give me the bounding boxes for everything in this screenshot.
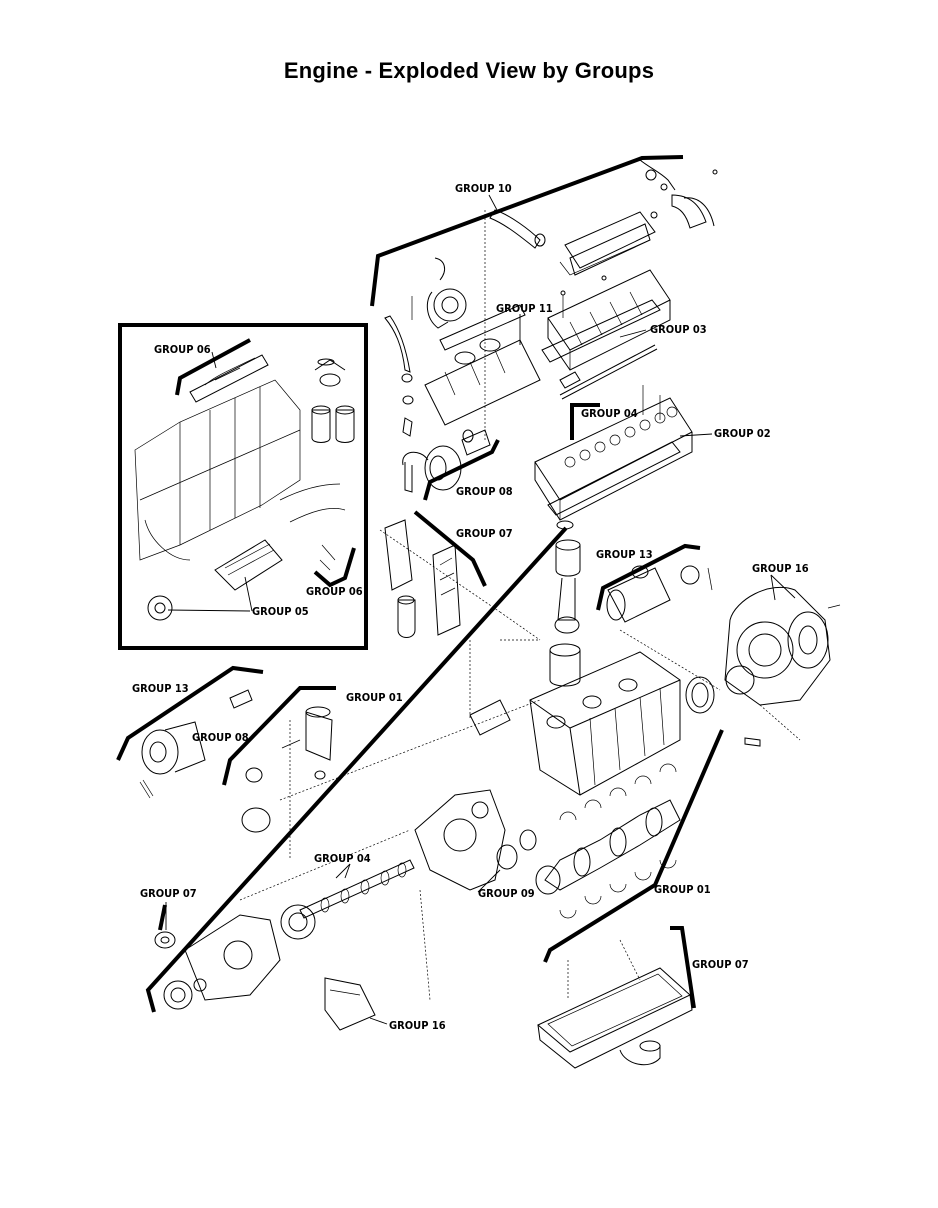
bracket-group-08-left [222, 686, 336, 786]
label-group-09: GROUP 09 [478, 887, 535, 900]
front-cover-and-damper [163, 914, 281, 1010]
rocker-housing [541, 269, 671, 400]
bracket-group-07-low [670, 926, 696, 1009]
starter-motor [606, 565, 713, 623]
bracket-group-07-mid [413, 510, 487, 587]
bracket-group-10 [370, 155, 684, 307]
label-group-06-inset-low: GROUP 06 [306, 585, 363, 598]
label-group-06-inset: GROUP 06 [154, 343, 211, 356]
group-brackets [116, 155, 724, 1013]
oil-pump [154, 931, 176, 949]
engine-block [469, 639, 681, 796]
bracket-group-04-mid [570, 403, 600, 440]
page-title: Engine - Exploded View by Groups [283, 58, 655, 83]
bracket-group-06-top [175, 338, 251, 396]
label-group-02: GROUP 02 [714, 427, 771, 440]
water-pump-top [402, 429, 491, 493]
label-group-03: GROUP 03 [650, 323, 707, 336]
bracket-group-07-left [158, 904, 167, 931]
label-group-13-left: GROUP 13 [132, 682, 189, 695]
cylinder-head [534, 385, 693, 530]
oil-pan [537, 939, 693, 1069]
bracket-group-06-low [313, 547, 356, 588]
label-group-04-top: GROUP 04 [581, 407, 638, 420]
inset-engine-sketch [134, 354, 355, 621]
valve-cover-assembly [489, 159, 718, 276]
assembly-guide-lines [239, 529, 801, 1001]
label-group-13-right: GROUP 13 [596, 548, 653, 561]
bracket-group-01-diagonal [145, 526, 568, 1013]
label-group-07-mid: GROUP 07 [456, 527, 513, 540]
label-group-08-left: GROUP 08 [192, 731, 249, 744]
flywheel-housing [685, 586, 841, 747]
label-group-08-top: GROUP 08 [456, 485, 513, 498]
piston-and-rod [549, 539, 581, 687]
bracket-group-01-low [543, 729, 724, 963]
turbocharger-and-manifold [384, 210, 541, 440]
label-group-07-left: GROUP 07 [140, 887, 197, 900]
bracket-group-13-left [116, 665, 264, 761]
label-group-16-low: GROUP 16 [389, 1019, 446, 1032]
label-group-10: GROUP 10 [455, 182, 512, 195]
label-group-01-low: GROUP 01 [654, 883, 711, 896]
camshaft [280, 859, 415, 940]
alternator [139, 689, 253, 799]
label-group-04-low: GROUP 04 [314, 852, 371, 865]
leader-lines [165, 194, 796, 1025]
label-group-11: GROUP 11 [496, 302, 553, 315]
fuel-system-inset-frame [118, 323, 368, 650]
label-group-16-right: GROUP 16 [752, 562, 809, 575]
water-pump-left [241, 706, 333, 833]
engine-mount [324, 977, 376, 1031]
label-group-05: GROUP 05 [252, 605, 309, 618]
label-group-01-mid: GROUP 01 [346, 691, 403, 704]
oil-cooler-assembly [384, 519, 461, 638]
crankshaft [535, 763, 681, 919]
label-group-07-low: GROUP 07 [692, 958, 749, 971]
gear-housing [414, 789, 537, 891]
